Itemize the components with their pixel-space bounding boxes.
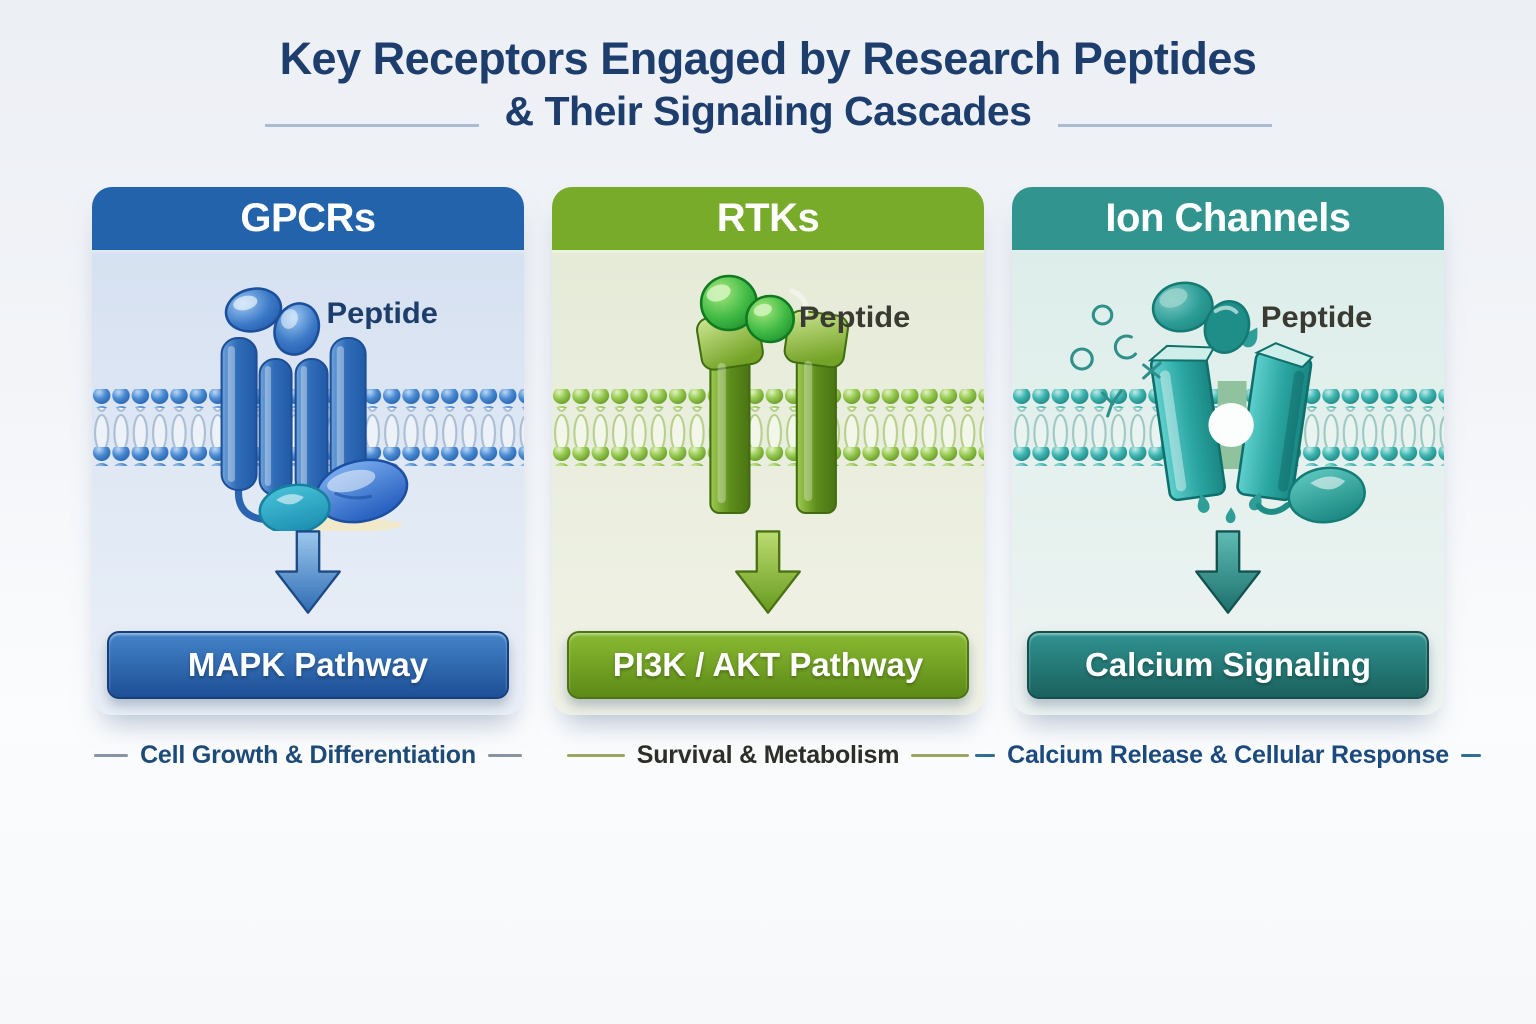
channel-pore (1208, 402, 1254, 447)
peptide-label: Peptide (799, 300, 910, 334)
panel-body-rtks: Peptide PI3K / AKT Pathway (552, 252, 984, 715)
caption-ion-channels: Calcium Release & Cellular Response (975, 741, 1481, 770)
caption-dash-line (566, 753, 625, 757)
caption-dash-line (911, 753, 970, 757)
panel-body-gpcrs: Peptide MAPK Pathway (92, 252, 524, 715)
down-arrow-icon (1195, 529, 1261, 614)
infographic-title-block: Key Receptors Engaged by Research Peptid… (0, 0, 1536, 135)
caption-dash-line (487, 753, 522, 757)
title-underline-right (1057, 123, 1272, 127)
peptide-ligand-icon (1151, 281, 1251, 354)
column-rtks: RTKs (552, 186, 984, 770)
panel-ion-channels: Ion Channels (1012, 186, 1444, 715)
ion-channel-icon (1147, 341, 1314, 501)
panel-rtks: RTKs (552, 186, 984, 715)
down-arrow-icon (275, 529, 341, 614)
caption-dash-line (975, 753, 996, 757)
column-gpcrs: GPCRs (92, 186, 524, 770)
caption-dash-line (1460, 753, 1481, 757)
caption-gpcrs: Cell Growth & Differentiation (92, 741, 524, 770)
panel-body-ion-channels: Peptide Calcium Signaling (1012, 252, 1444, 715)
title-underline-left (264, 123, 479, 127)
caption-dash-line (94, 753, 129, 757)
down-arrow-icon (735, 529, 801, 614)
peptide-ligand-icon (699, 274, 809, 343)
page-title-row2: & Their Signaling Cascades (0, 88, 1536, 135)
receptor-panels-row: GPCRs (0, 186, 1536, 770)
peptide-label: Peptide (1261, 300, 1372, 334)
peptide-ligand-icon (224, 286, 321, 356)
pathway-button-pi3k-akt: PI3K / AKT Pathway (567, 630, 969, 699)
g-protein-icon (258, 458, 409, 531)
caption-rtks: Survival & Metabolism (552, 741, 984, 770)
column-ion-channels: Ion Channels (975, 186, 1481, 770)
caption-text: Calcium Release & Cellular Response (1007, 740, 1449, 769)
pathway-button-mapk: MAPK Pathway (107, 630, 509, 699)
panel-header-rtks: RTKs (552, 186, 984, 253)
peptide-label: Peptide (327, 296, 438, 330)
ion-channel-illustration: Peptide (1012, 281, 1444, 524)
panel-header-ion-channels: Ion Channels (1012, 186, 1444, 253)
panel-gpcrs: GPCRs (92, 186, 524, 715)
rtk-receptor-icon (696, 309, 850, 514)
pathway-button-calcium-signaling: Calcium Signaling (1027, 630, 1429, 699)
panel-header-gpcrs: GPCRs (92, 186, 524, 253)
page-title-line1: Key Receptors Engaged by Research Peptid… (279, 33, 1257, 84)
page-title-line2: & Their Signaling Cascades (504, 87, 1033, 134)
ion-symbols-icon (1070, 304, 1162, 418)
rtk-illustration: Peptide (552, 274, 984, 514)
lipid-bilayer-membrane (552, 388, 984, 466)
caption-text: Cell Growth & Differentiation (140, 740, 476, 769)
caption-text: Survival & Metabolism (636, 740, 900, 769)
signal-blob-icon (1255, 466, 1366, 524)
gpcr-illustration: Peptide (92, 286, 524, 531)
gpcr-receptor-icon (220, 336, 367, 523)
